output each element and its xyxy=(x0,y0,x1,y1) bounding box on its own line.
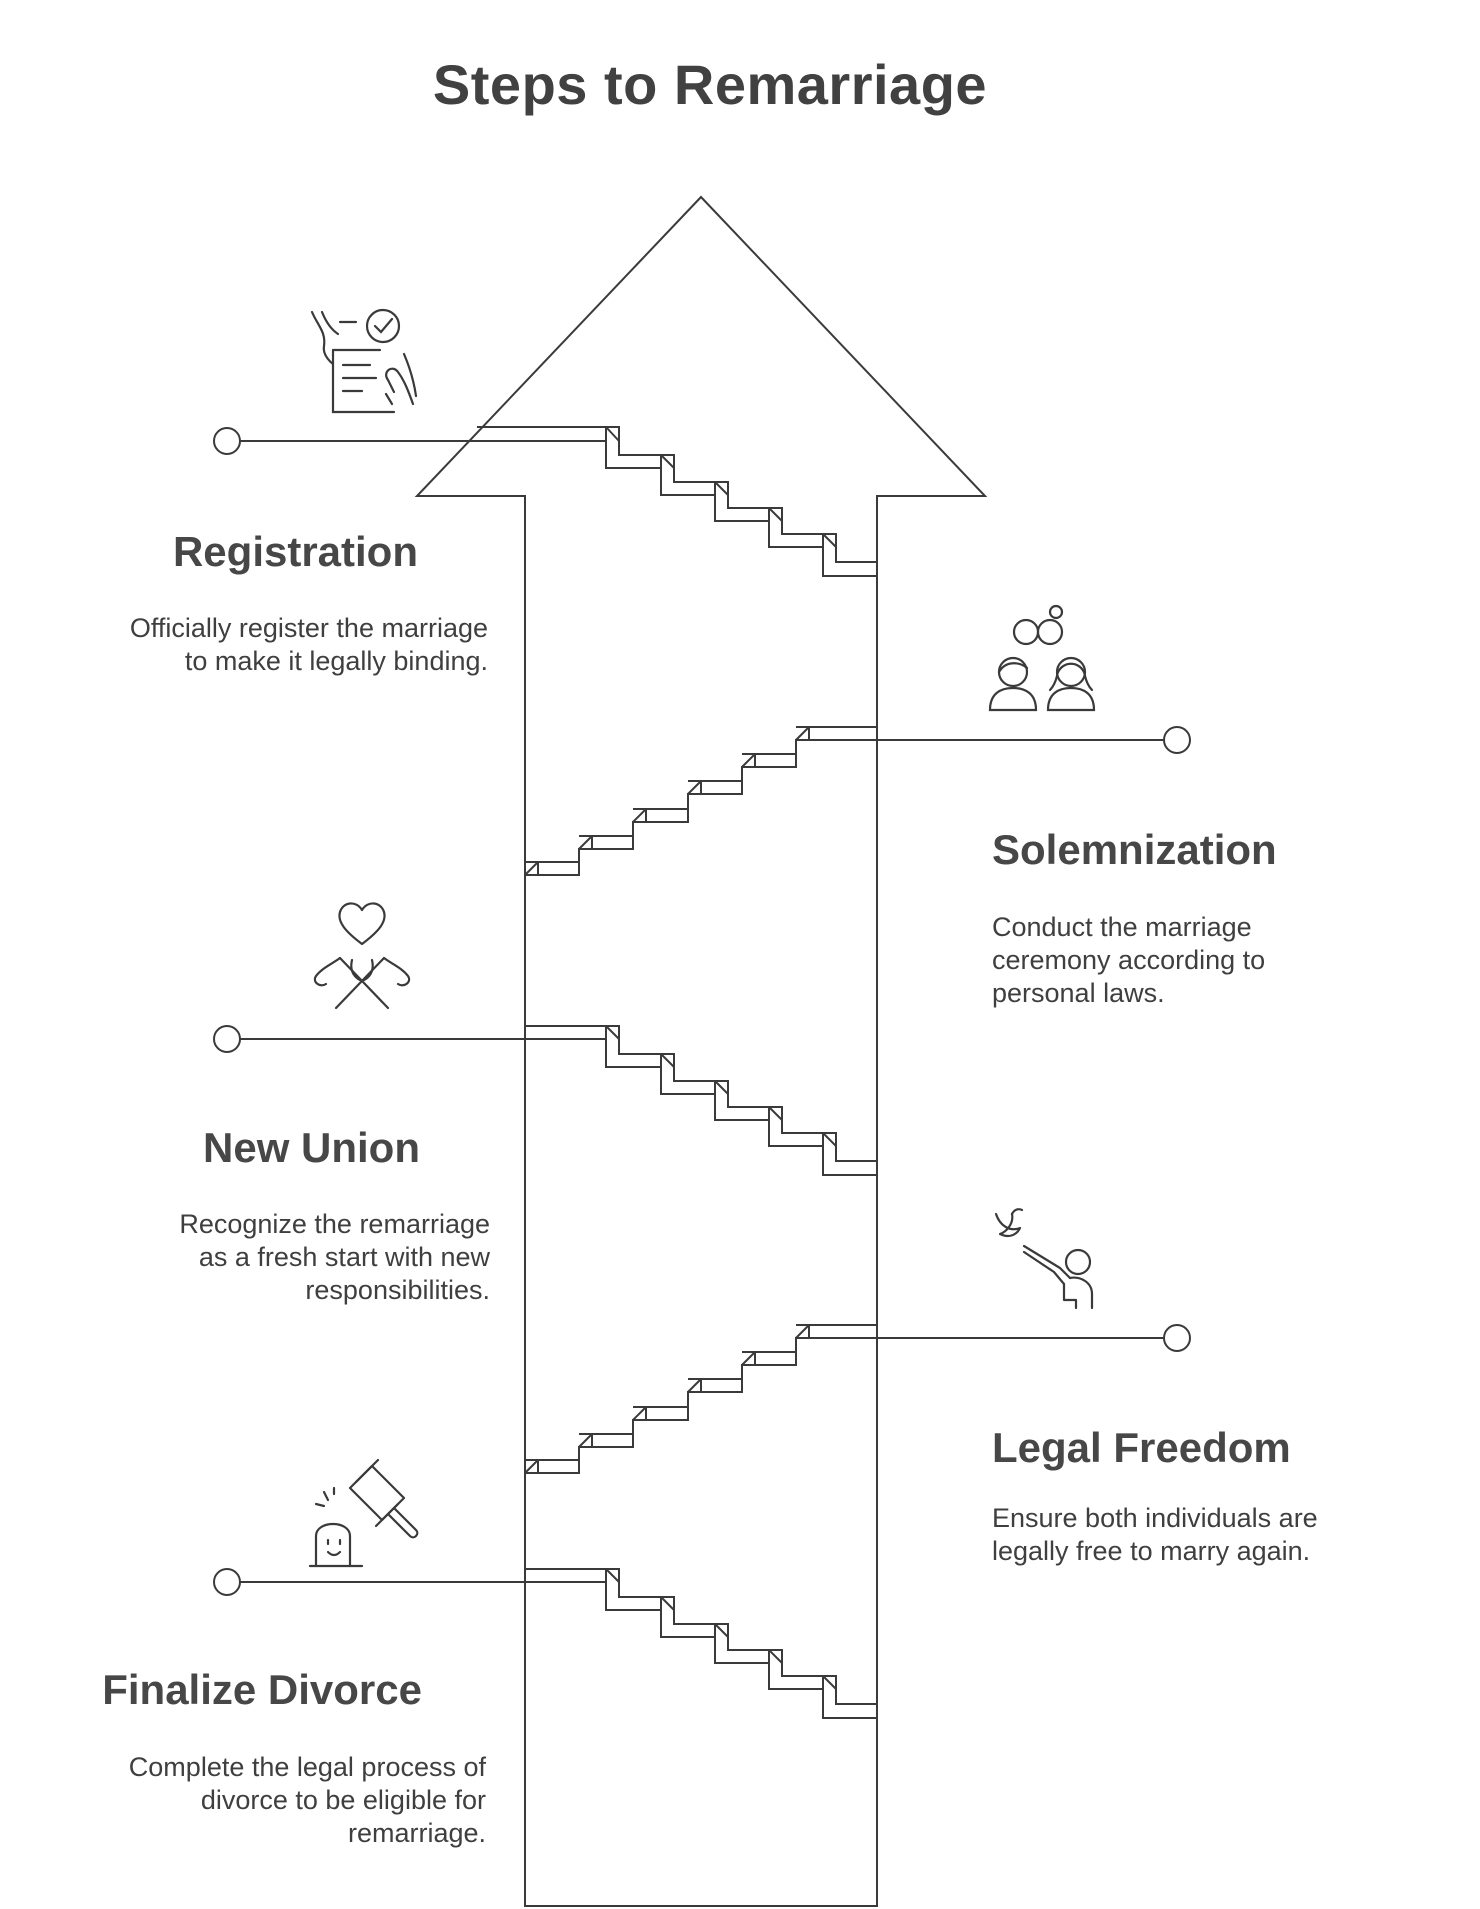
step-title-registration: Registration xyxy=(172,528,418,575)
couple-rings-icon xyxy=(988,604,1096,712)
arrow-outline xyxy=(414,195,988,1907)
staircase-4 xyxy=(524,1324,877,1474)
step-title-legal-freedom: Legal Freedom xyxy=(992,1424,1291,1471)
staircase-5 xyxy=(525,1568,877,1719)
step-description-registration: Officially register the marriage to make… xyxy=(129,613,488,676)
connector-legal-freedom xyxy=(877,1324,1191,1352)
page-title: Steps to Remarriage xyxy=(432,52,988,116)
step-title-new-union: New Union xyxy=(203,1124,420,1171)
gavel-icon xyxy=(308,1458,419,1568)
staircase-2 xyxy=(524,726,877,876)
step-description-finalize-divorce: Complete the legal process of divorce to… xyxy=(128,1752,486,1848)
step-description-new-union: Recognize the remarriage as a fresh star… xyxy=(179,1209,490,1305)
step-description-legal-freedom: Ensure both individuals are legally free… xyxy=(992,1503,1318,1566)
staircase-3 xyxy=(525,1025,877,1176)
signed-document-icon xyxy=(310,308,418,414)
person-releasing-dove-icon xyxy=(994,1208,1094,1310)
step-description-solemnization: Conduct the marriage ceremony according … xyxy=(992,912,1266,1008)
connector-solemnization xyxy=(877,726,1191,754)
heart-hands-icon xyxy=(313,902,411,1010)
connector-new-union xyxy=(213,1025,525,1053)
step-title-finalize-divorce: Finalize Divorce xyxy=(102,1666,422,1713)
connector-finalize-divorce xyxy=(213,1568,525,1596)
step-title-solemnization: Solemnization xyxy=(992,826,1277,873)
connector-registration xyxy=(213,427,525,455)
staircase-1 xyxy=(477,426,877,577)
